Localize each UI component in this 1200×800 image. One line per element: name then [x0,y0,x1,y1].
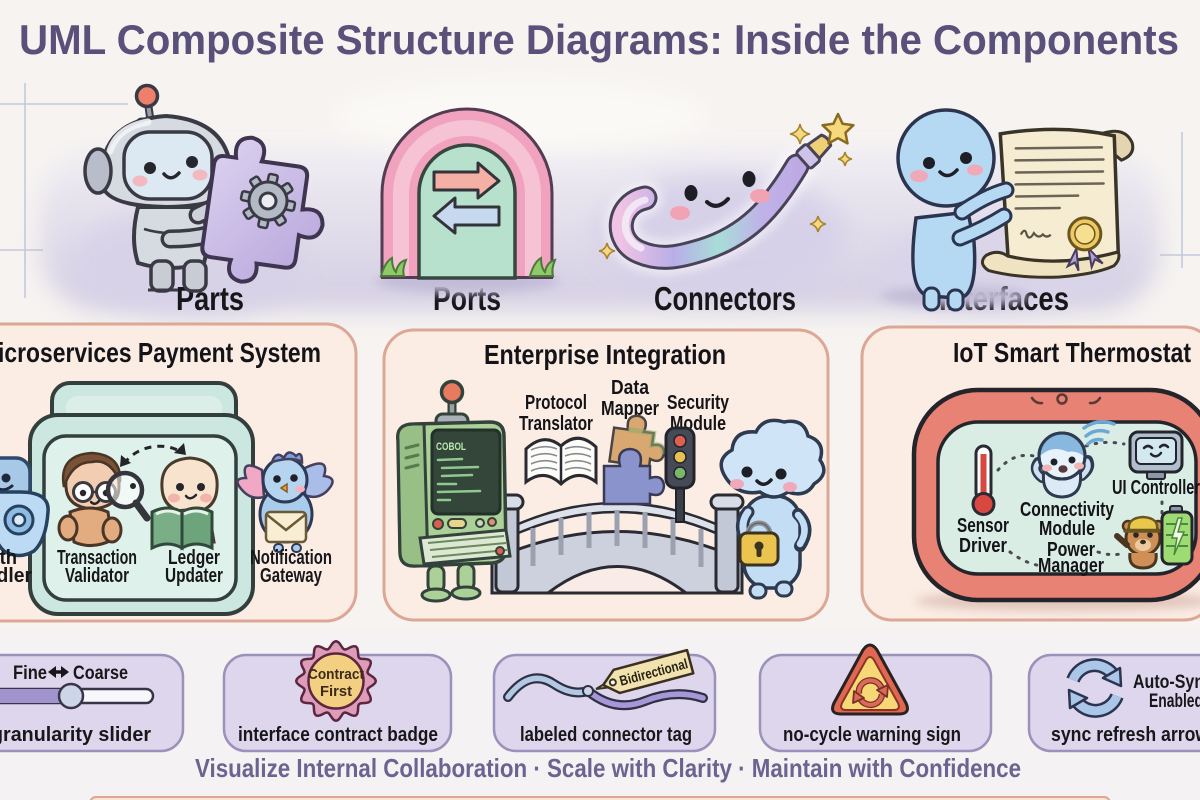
svg-text:Gateway: Gateway [260,565,323,587]
svg-text:Visualize Internal Collaborati: Visualize Internal Collaboration · Scale… [195,753,1021,783]
svg-text:Module: Module [1039,518,1095,540]
svg-text:First: First [320,683,352,700]
svg-text:granularity slider: granularity slider [0,724,151,746]
svg-text:Updater: Updater [165,565,223,587]
svg-text:interface contract badge: interface contract badge [238,724,438,746]
svg-text:Manager: Manager [1038,555,1104,577]
svg-text:Power: Power [1047,539,1095,561]
svg-text:Ledger: Ledger [168,547,220,569]
svg-text:Translator: Translator [519,413,593,435]
svg-text:sync refresh arrows: sync refresh arrows [1051,724,1200,746]
svg-text:Notification: Notification [250,547,332,569]
svg-text:Auth: Auth [0,547,17,569]
svg-text:Sensor: Sensor [957,515,1009,537]
svg-text:labeled connector tag: labeled connector tag [520,724,692,746]
svg-text:UI Controller: UI Controller [1112,477,1200,499]
svg-text:Driver: Driver [959,535,1007,557]
svg-text:Data: Data [611,377,650,399]
svg-text:Handler: Handler [0,565,32,587]
svg-text:Contract: Contract [308,666,364,683]
svg-text:Connectors: Connectors [654,280,796,317]
svg-text:Validator: Validator [65,565,129,587]
svg-text:Protocol: Protocol [525,392,587,414]
svg-text:Security: Security [667,392,730,414]
svg-text:Coarse: Coarse [73,663,128,684]
svg-text:Connectivity: Connectivity [1020,499,1115,521]
svg-text:Auto-Sync: Auto-Sync [1133,672,1200,693]
svg-text:no-cycle warning sign: no-cycle warning sign [783,724,961,746]
svg-text:Microservices Payment System: Microservices Payment System [0,337,321,368]
svg-text:Enabled: Enabled [1149,691,1200,712]
svg-text:IoT Smart Thermostat: IoT Smart Thermostat [953,337,1191,368]
svg-text:UML Composite Structure Diagra: UML Composite Structure Diagrams: Inside… [19,16,1179,63]
svg-text:Enterprise Integration: Enterprise Integration [484,339,726,370]
svg-text:Transaction: Transaction [57,547,137,569]
svg-text:Mapper: Mapper [601,398,659,420]
svg-text:Fine: Fine [13,663,47,684]
svg-text:COBOL: COBOL [436,441,466,453]
